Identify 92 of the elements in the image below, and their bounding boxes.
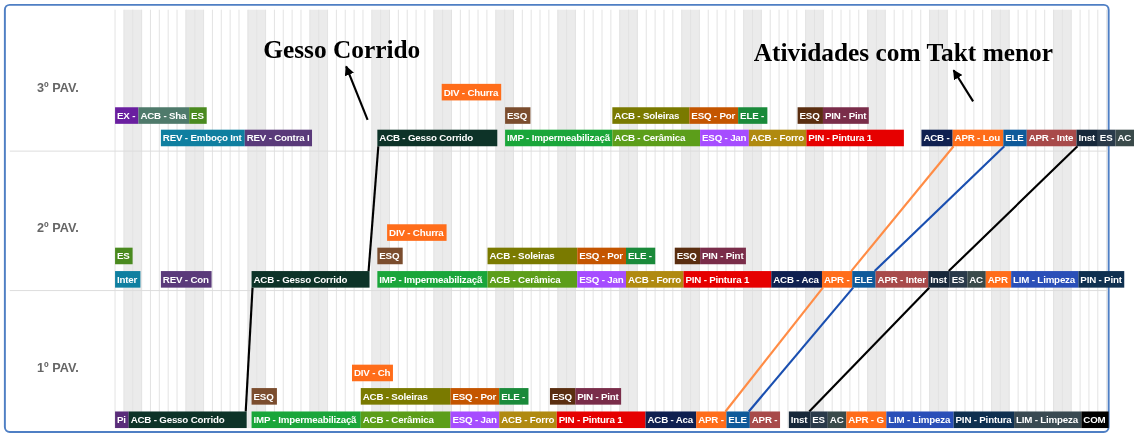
task-bar: ACB - Forro xyxy=(499,411,557,429)
task-bar: Inter xyxy=(115,271,141,288)
task-bar: Pi xyxy=(115,411,129,429)
task-bar: PIN - Pint xyxy=(575,388,622,405)
floor-label: 2º PAV. xyxy=(37,220,79,235)
task-bar: AC xyxy=(967,271,986,288)
task-bar: IMP - Impermeabilizaçã xyxy=(505,129,613,147)
task-bar: ACB - Gesso Corrido xyxy=(377,129,498,147)
task-bar: REV - Emboço Int xyxy=(160,129,245,147)
task-bar: ESQ - Por xyxy=(577,247,626,265)
task-bar: PIN - Pintura 1 xyxy=(683,271,772,288)
task-bar: ACB - Sha xyxy=(138,107,190,124)
task-bar: DIV - Ch xyxy=(352,364,393,382)
floor-label: 1º PAV. xyxy=(37,360,79,376)
task-bar: ES xyxy=(810,411,828,429)
task-bar: LIM - Limpeza xyxy=(1014,411,1082,429)
task-bar: ESQ - Jan xyxy=(450,411,500,429)
task-bar: APR - Lou xyxy=(952,129,1004,147)
task-bar: ACB - Forro xyxy=(748,129,807,147)
task-bar: ESQ - Jan xyxy=(577,271,626,288)
task-bar: ESQ xyxy=(505,107,531,124)
task-bar: APR - G xyxy=(846,411,887,429)
task-bar: DIV - Churra xyxy=(387,224,447,241)
task-bar: ELE - xyxy=(499,388,529,405)
task-bar: COM xyxy=(1081,411,1109,429)
task-bar: ACB - Cerâmica xyxy=(487,271,578,288)
task-bar: ACB - Gesso Corrido xyxy=(128,411,247,429)
progress-line xyxy=(808,286,930,413)
task-bar: ACB - Cerâmica xyxy=(612,129,701,147)
task-bar: ESQ - Por xyxy=(689,107,739,124)
task-bar: APR - xyxy=(696,411,727,429)
task-bar: ELE xyxy=(852,271,876,288)
task-bar: ESQ xyxy=(797,107,823,124)
task-bar: PIN - Pintura 1 xyxy=(806,129,904,147)
callout-text: Atividades com Takt menor xyxy=(753,39,1054,69)
task-bar: IMP - Impermeabilizaçã xyxy=(377,271,488,288)
task-bar: ACB - Forro xyxy=(626,271,684,288)
task-bar: REV - Contra I xyxy=(244,129,312,147)
task-bar: PIN - Pint xyxy=(822,107,869,124)
task-bar: ACB - xyxy=(921,129,953,147)
task-bar: DIV - Churra xyxy=(441,83,502,101)
progress-line xyxy=(244,287,254,412)
task-bar: REV - Con xyxy=(160,271,212,288)
task-bar: APR - Inte xyxy=(1026,129,1077,147)
progress-line xyxy=(367,146,380,272)
task-bar: AC xyxy=(827,411,847,429)
task-bar: ACB - Soleiras xyxy=(487,247,578,265)
task-bar: ACB - Aca xyxy=(645,411,697,429)
task-bar: Inst xyxy=(1076,129,1098,147)
task-bar: ES xyxy=(1097,129,1116,147)
task-bar: ACB - Soleiras xyxy=(612,107,690,124)
task-bar: LIM - Limpeza xyxy=(1011,271,1079,288)
task-bar: EX - xyxy=(115,107,139,124)
task-bar: Inst xyxy=(788,411,811,429)
task-bar: ESQ - Jan xyxy=(700,129,749,147)
task-bar: ESQ xyxy=(549,388,576,405)
leader-arrow xyxy=(344,65,369,121)
task-bar: ELE xyxy=(1003,129,1027,147)
task-bar: ACB - Gesso Corrido xyxy=(251,271,370,288)
task-bar: LIM - Limpeza xyxy=(886,411,954,429)
task-bar: ELE xyxy=(726,411,750,429)
callout-text: Gesso Corrido xyxy=(263,35,421,65)
task-bar: ESQ xyxy=(251,388,277,405)
progress-line xyxy=(724,286,824,413)
task-bar: ACB - Cerâmica xyxy=(360,411,451,429)
task-bar: APR - Inter xyxy=(875,271,929,288)
task-bar: PIN - Pintura 1 xyxy=(556,411,646,429)
task-bar: ACB - Aca xyxy=(771,271,822,288)
task-bar: ES xyxy=(949,271,968,288)
progress-line xyxy=(873,145,1006,272)
task-bar: PIN - Pint xyxy=(1078,271,1125,288)
task-bar: ESQ xyxy=(674,247,701,265)
task-bar: AC xyxy=(1115,129,1134,147)
task-bar: ACB - Soleiras xyxy=(360,388,451,405)
task-bar: ELE - xyxy=(738,107,768,124)
task-bar: APR - xyxy=(822,271,853,288)
task-bar: ELE - xyxy=(626,247,656,265)
progress-line xyxy=(748,286,854,413)
task-bar: Inst xyxy=(928,271,950,288)
floor-label: 3º PAV. xyxy=(37,79,79,95)
task-bar: IMP - Impermeabilizaçã xyxy=(251,411,361,429)
task-bar: APR xyxy=(985,271,1012,288)
task-bar: PIN - Pintura xyxy=(953,411,1015,429)
task-bar: ESQ xyxy=(377,247,403,265)
task-bar: ES xyxy=(115,247,133,265)
task-bar: ESQ - Por xyxy=(450,388,500,405)
task-bar: PIN - Pint xyxy=(700,247,746,265)
leader-arrow xyxy=(952,69,975,102)
progress-line xyxy=(948,145,1079,272)
progress-line xyxy=(850,145,955,272)
task-bar: APR - xyxy=(749,411,781,429)
task-bar: ES xyxy=(189,107,207,124)
